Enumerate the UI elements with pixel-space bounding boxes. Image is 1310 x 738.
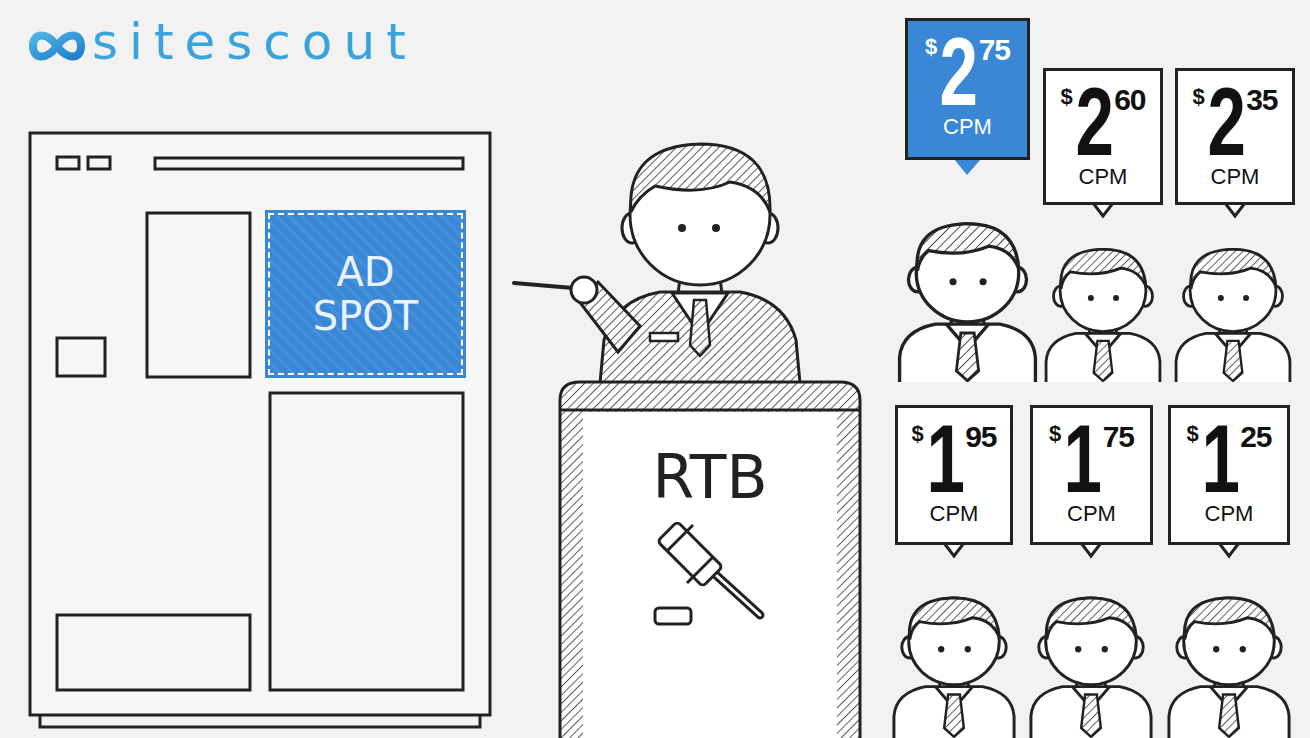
price-row: $175 [1033, 408, 1150, 496]
price-unit: CPM [908, 115, 1027, 139]
bid-tag: $235CPM [1175, 68, 1295, 205]
gavel-band [667, 525, 693, 551]
tie [690, 300, 710, 356]
price-row: $195 [898, 408, 1010, 496]
gavel-head [657, 521, 722, 586]
currency-sign: $ [925, 35, 937, 59]
gavel-band [687, 557, 713, 583]
page-button [88, 157, 110, 169]
hand [571, 277, 597, 303]
address-bar [155, 158, 463, 169]
ad-spot-box: AD SPOT [268, 213, 463, 375]
node-text: RTB [652, 444, 767, 738]
bidder [900, 224, 1036, 384]
gavel-icon [655, 521, 760, 624]
price-dollars: 1 [926, 422, 964, 496]
bidder [1031, 598, 1151, 738]
price-unit: CPM [1046, 165, 1160, 189]
currency-sign: $ [1060, 85, 1072, 109]
price-cents: 75 [979, 35, 1010, 65]
bidder [1169, 598, 1289, 738]
price-cents: 60 [1114, 85, 1145, 115]
hair [631, 144, 770, 212]
bidder [894, 598, 1014, 738]
page-button [57, 157, 79, 169]
podium [560, 382, 860, 738]
content-block [147, 213, 250, 377]
bid-tag: $175CPM [1030, 405, 1153, 545]
infinity-symbol [33, 36, 81, 57]
gavel-block [655, 608, 691, 624]
node-text: AD SPOT [306, 250, 426, 338]
bidder [1176, 249, 1290, 383]
bid-tag: $125CPM [1168, 405, 1290, 545]
price-row: $235 [1178, 71, 1292, 159]
currency-sign: $ [1186, 422, 1198, 446]
price-cents: 95 [965, 422, 996, 452]
gavel-handle [705, 565, 760, 615]
page-shadow [40, 715, 480, 727]
price-cents: 75 [1103, 422, 1134, 452]
podium-front: RTB [583, 412, 837, 738]
page-frame [30, 133, 490, 715]
price-unit: CPM [1171, 502, 1287, 526]
price-unit: CPM [1178, 165, 1292, 189]
eye [712, 224, 720, 232]
head [630, 145, 770, 285]
winning-bid-tag: $275CPM [905, 18, 1030, 160]
bid-tag: $195CPM [895, 405, 1013, 545]
content-block [270, 393, 463, 690]
price-unit: CPM [1033, 502, 1150, 526]
brand-logo: sitescout [92, 14, 417, 70]
price-unit: CPM [898, 502, 1010, 526]
price-dollars: 2 [940, 35, 978, 109]
eye [678, 224, 686, 232]
gavel-handle [705, 565, 760, 615]
auctioneer [514, 144, 802, 405]
price-dollars: 1 [1064, 422, 1102, 496]
bidder [1046, 249, 1160, 383]
price-cents: 35 [1246, 85, 1277, 115]
price-row: $275 [908, 21, 1027, 109]
currency-sign: $ [911, 422, 923, 446]
name-tag [650, 333, 678, 341]
content-block [57, 615, 250, 690]
currency-sign: $ [1192, 85, 1204, 109]
bid-tag: $260CPM [1043, 68, 1163, 205]
price-cents: 25 [1240, 422, 1271, 452]
price-row: $125 [1171, 408, 1287, 496]
price-row: $260 [1046, 71, 1160, 159]
price-dollars: 1 [1201, 422, 1239, 496]
logo-icon [33, 36, 81, 57]
content-block [57, 338, 105, 376]
webpage [30, 133, 490, 727]
tag-pointer [954, 159, 981, 175]
price-dollars: 2 [1207, 85, 1245, 159]
price-dollars: 2 [1075, 85, 1113, 159]
currency-sign: $ [1049, 422, 1061, 446]
